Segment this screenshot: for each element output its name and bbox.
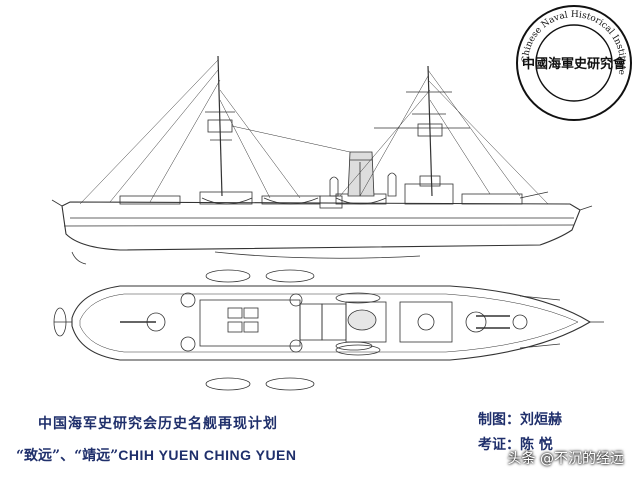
drawn-by-caption: 制图：刘烜赫	[478, 412, 562, 428]
side-hull	[61, 201, 581, 251]
side-funnel	[347, 151, 375, 197]
plan-hull	[71, 285, 592, 361]
side-profile	[51, 55, 593, 265]
ship-names-en: CHIH YUEN CHING YUEN	[118, 447, 297, 463]
plan-funnel	[347, 309, 377, 331]
ship-names-caption: “致远”、“靖远”CHIH YUEN CHING YUEN	[16, 445, 297, 465]
side-keel	[214, 251, 421, 259]
main-mast	[427, 65, 433, 197]
fore-mast	[217, 55, 223, 197]
source-watermark: 头条 @不沉的经远	[507, 451, 624, 467]
ship-names-cn: “致远”、“靖远”	[16, 448, 119, 464]
plan-view	[53, 269, 604, 391]
seal-center-text: 中國海軍史研究會	[522, 56, 627, 72]
project-caption: 中国海军史研究会历史名舰再现计划	[38, 416, 278, 432]
reviewed-by-caption: 考证：陈 悦	[478, 437, 553, 453]
institute-seal: Chinese Naval Historical Institute 中國海軍史…	[516, 5, 632, 121]
